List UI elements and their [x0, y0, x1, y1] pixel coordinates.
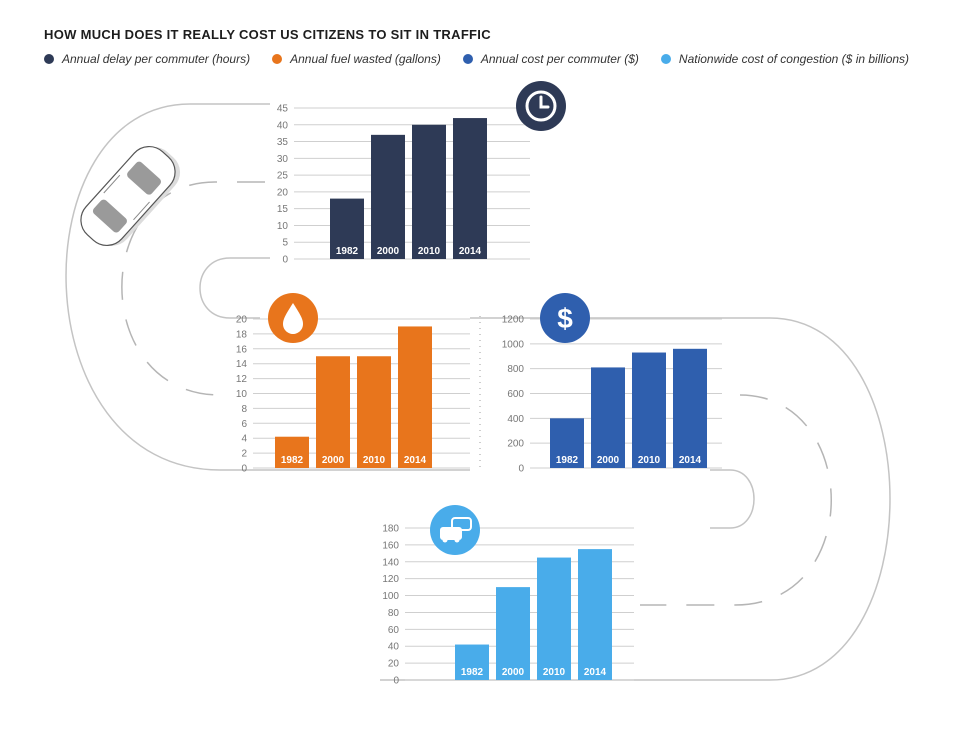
legend-label-fuel: Annual fuel wasted (gallons)	[290, 52, 441, 66]
bar-year-label: 2010	[363, 455, 386, 466]
y-tick-label: 12	[236, 374, 248, 385]
legend: Annual delay per commuter (hours) Annual…	[44, 52, 909, 66]
bar-1982	[455, 644, 489, 680]
bar-year-label: 1982	[461, 667, 484, 678]
bar-2010	[357, 356, 391, 468]
y-tick-label: 120	[382, 574, 399, 585]
bar-year-label: 2010	[418, 246, 441, 257]
y-tick-label: 80	[388, 608, 400, 619]
y-tick-label: 1200	[502, 315, 525, 326]
bar-2014	[578, 549, 612, 680]
bar-1982	[550, 418, 584, 468]
bar-2000	[496, 587, 530, 680]
bar-year-label: 2010	[638, 455, 661, 466]
y-tick-label: 40	[277, 120, 289, 131]
bar-2014	[398, 326, 432, 468]
legend-label-cost: Annual cost per commuter ($)	[480, 52, 639, 66]
y-tick-label: 14	[236, 359, 248, 370]
y-tick-label: 140	[382, 557, 399, 568]
legend-label-congestion: Nationwide cost of congestion ($ in bill…	[678, 52, 910, 66]
y-tick-label: 35	[277, 137, 289, 148]
bar-2010	[537, 557, 571, 680]
chart-nationwide-congestion: 0 20 40 60 80 100 120 140 160 180 1982 2000 2010 2014	[382, 524, 634, 687]
y-tick-label: 6	[241, 419, 247, 430]
y-tick-label: 25	[277, 171, 289, 182]
bar-year-label: 2010	[543, 667, 566, 678]
y-tick-label: 8	[241, 404, 247, 415]
y-tick-label: 200	[507, 439, 524, 450]
y-tick-label: 18	[236, 329, 248, 340]
y-tick-label: 40	[388, 642, 400, 653]
y-tick-label: 1000	[502, 339, 525, 350]
bar-year-label: 1982	[281, 455, 304, 466]
y-tick-label: 180	[382, 524, 399, 535]
bar-year-label: 1982	[556, 455, 579, 466]
y-tick-label: 45	[277, 104, 289, 115]
y-tick-label: 0	[241, 464, 247, 475]
y-tick-label: 30	[277, 154, 289, 165]
y-tick-label: 10	[277, 221, 289, 232]
bar-year-label: 2000	[377, 246, 400, 257]
bar-year-label: 1982	[336, 246, 359, 257]
bar-year-label: 2000	[502, 667, 525, 678]
y-tick-label: 600	[507, 389, 524, 400]
bar-year-label: 2014	[404, 455, 427, 466]
bar-year-label: 2000	[597, 455, 620, 466]
bar-1982	[330, 198, 364, 259]
bar-2000	[316, 356, 350, 468]
road-edges	[65, 103, 891, 681]
dollar-icon: $	[540, 293, 590, 343]
y-tick-label: 400	[507, 414, 524, 425]
legend-item-cost: Annual cost per commuter ($)	[462, 52, 639, 66]
y-tick-label: 5	[282, 238, 288, 249]
svg-text:$: $	[557, 303, 573, 334]
chart-fuel-wasted: 0 2 4 6 8 10 12 14 16 18 20 1982 2000 2010 2014	[236, 315, 470, 475]
bar-2010	[632, 352, 666, 468]
y-tick-label: 160	[382, 540, 399, 551]
bar-year-label: 2000	[322, 455, 345, 466]
cars-icon	[430, 505, 480, 555]
legend-swatch-fuel	[272, 54, 283, 64]
bar-2014	[673, 348, 707, 468]
y-tick-label: 800	[507, 364, 524, 375]
bar-2000	[371, 134, 405, 259]
legend-item-fuel: Annual fuel wasted (gallons)	[272, 52, 441, 66]
car-illustration	[80, 145, 181, 247]
y-tick-label: 20	[277, 187, 289, 198]
bar-2014	[453, 118, 487, 259]
legend-swatch-congestion	[660, 54, 671, 64]
chart-annual-delay: 0 5 10 15 20 25 30 35 40 45 1982 2000 2010 2014	[277, 104, 530, 266]
bar-1982	[275, 436, 309, 468]
bar-year-label: 2014	[584, 667, 607, 678]
y-tick-label: 15	[277, 204, 289, 215]
y-tick-label: 2	[241, 449, 247, 460]
y-tick-label: 10	[236, 389, 248, 400]
y-tick-label: 20	[388, 659, 400, 670]
bar-2010	[412, 124, 446, 260]
y-tick-label: 20	[236, 315, 248, 326]
legend-label-delay: Annual delay per commuter (hours)	[62, 52, 251, 66]
bar-2000	[591, 367, 625, 468]
bar-year-label: 2014	[459, 246, 482, 257]
bar-year-label: 2014	[679, 455, 702, 466]
legend-swatch-delay	[44, 54, 54, 64]
legend-swatch-cost	[462, 54, 473, 64]
y-tick-label: 4	[241, 434, 247, 445]
clock-icon	[516, 81, 566, 131]
fuel-drop-icon	[268, 293, 318, 343]
chart-cost-per-commuter: 0 200 400 600 800 1000 1200 1982 2000 2010 2014	[502, 315, 722, 475]
y-tick-label: 0	[518, 464, 524, 475]
y-tick-label: 16	[236, 344, 248, 355]
road-center-dashes	[121, 181, 832, 606]
legend-item-delay: Annual delay per commuter (hours)	[44, 52, 250, 66]
page-title: HOW MUCH DOES IT REALLY COST US CITIZENS…	[44, 27, 491, 42]
y-tick-label: 0	[282, 255, 288, 266]
y-tick-label: 100	[382, 591, 399, 602]
legend-item-congestion: Nationwide cost of congestion ($ in bill…	[660, 52, 910, 66]
y-tick-label: 0	[393, 676, 399, 687]
y-tick-label: 60	[388, 625, 400, 636]
